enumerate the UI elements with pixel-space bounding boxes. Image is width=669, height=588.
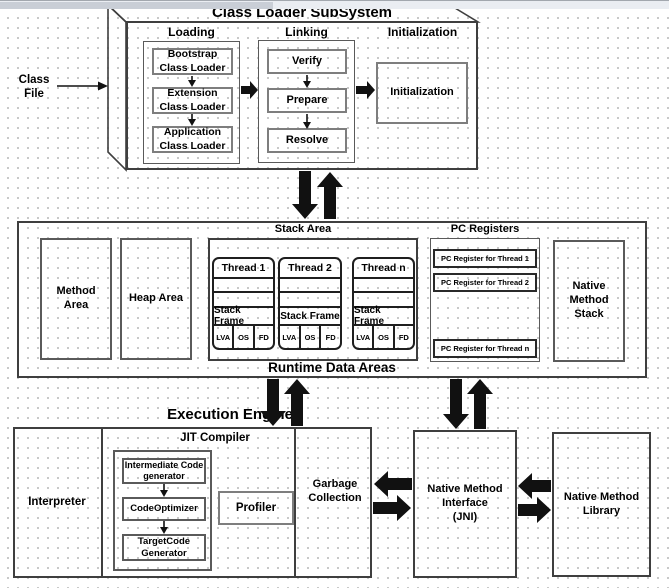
thread-2-lva-cell: LVA bbox=[280, 326, 301, 348]
thread-2-frame-cells: LVA OS FD bbox=[280, 326, 340, 348]
pc-register-thread-1-box: PC Register for Thread 1 bbox=[433, 249, 537, 268]
native-method-stack-box: Native Method Stack bbox=[553, 240, 625, 362]
pc-registers-container bbox=[430, 238, 540, 362]
execution-engine-container bbox=[13, 427, 372, 578]
pc-register-thread-n-box: PC Register for Thread n bbox=[433, 339, 537, 358]
intermediate-code-generator-box: Intermediate Code generator bbox=[122, 458, 206, 484]
thread-2-box: Thread 2 Stack Frame LVA OS FD bbox=[278, 257, 342, 350]
initialization-section-label: Initialization bbox=[387, 25, 458, 39]
thread-n-empty-row-2 bbox=[354, 293, 413, 308]
classloader-3d-left-face bbox=[107, 3, 127, 172]
loading-container bbox=[143, 41, 240, 164]
thread-n-name: Thread n bbox=[354, 259, 413, 279]
thread-1-os-cell: OS bbox=[234, 326, 255, 348]
thread-n-box: Thread n Stack Frame LVA OS FD bbox=[352, 257, 415, 350]
stack-area-container bbox=[208, 238, 418, 361]
thread-1-fd-cell: FD bbox=[258, 332, 269, 342]
loading-section-label: Loading bbox=[168, 25, 215, 39]
class-file-label: Class File bbox=[18, 74, 50, 100]
runtime-data-areas-container bbox=[17, 221, 647, 378]
thread-n-stack-frame-label: Stack Frame bbox=[354, 305, 413, 327]
thread-2-name: Thread 2 bbox=[280, 259, 340, 279]
classloader-front-face bbox=[126, 21, 478, 170]
thread-1-lva-cell: LVA bbox=[214, 326, 235, 348]
bootstrap-class-loader-box: Bootstrap Class Loader bbox=[152, 48, 233, 75]
thread-n-os-cell: OS bbox=[374, 326, 395, 348]
linking-section-label: Linking bbox=[285, 25, 328, 39]
code-optimizer-box: CodeOptimizer bbox=[122, 497, 206, 521]
jit-compiler-column bbox=[103, 427, 296, 578]
thread-1-box: Thread 1 Stack Frame LVA OS FD bbox=[212, 257, 275, 350]
native-method-library-box: Native Method Library bbox=[552, 432, 651, 577]
stack-area-label: Stack Area bbox=[274, 223, 332, 235]
thread-1-stack-frame-label: Stack Frame bbox=[214, 305, 273, 327]
thread-1-empty-row-2 bbox=[214, 293, 273, 308]
application-class-loader-box: Application Class Loader bbox=[152, 126, 233, 153]
horizontal-scrollbar-thumb[interactable] bbox=[0, 2, 273, 9]
method-area-box: Method Area bbox=[40, 238, 112, 360]
linking-container bbox=[258, 40, 355, 163]
thread-n-fd-cell: FD bbox=[398, 332, 409, 342]
thread-2-stack-frame-label: Stack Frame bbox=[280, 308, 340, 326]
runtime-data-areas-title: Runtime Data Areas bbox=[268, 360, 396, 375]
thread-1-frame-cells: LVA OS FD bbox=[214, 326, 273, 348]
target-code-generator-box: TargetCode Generator bbox=[122, 534, 206, 561]
verify-box: Verify bbox=[267, 49, 347, 74]
resolve-box: Resolve bbox=[267, 128, 347, 153]
thread-n-frame-cells: LVA OS FD bbox=[354, 326, 413, 348]
thread-2-empty-row-1 bbox=[280, 279, 340, 293]
thread-2-os-cell: OS bbox=[301, 326, 322, 348]
profiler-box: Profiler bbox=[218, 491, 294, 525]
pc-register-thread-2-box: PC Register for Thread 2 bbox=[433, 273, 537, 292]
interpreter-box: Interpreter bbox=[13, 427, 103, 578]
pc-registers-label: PC Registers bbox=[450, 223, 520, 235]
heap-area-box: Heap Area bbox=[120, 238, 192, 360]
prepare-box: Prepare bbox=[267, 88, 347, 113]
jit-compiler-label: JIT Compiler bbox=[180, 432, 250, 444]
horizontal-scrollbar[interactable] bbox=[0, 0, 669, 9]
extension-class-loader-box: Extension Class Loader bbox=[152, 87, 233, 114]
jit-compiler-inner-container bbox=[113, 450, 212, 571]
thread-n-lva-cell: LVA bbox=[354, 326, 375, 348]
initialization-box: Initialization bbox=[376, 62, 468, 124]
garbage-collection-box: Garbage Collection bbox=[308, 477, 362, 504]
thread-1-name: Thread 1 bbox=[214, 259, 273, 279]
execution-engine-title: Execution Engine bbox=[167, 406, 293, 423]
thread-2-fd-cell: FD bbox=[325, 332, 336, 342]
native-method-interface-jni-box: Native Method Interface (JNI) bbox=[413, 430, 517, 578]
thread-1-empty-row-1 bbox=[214, 279, 273, 293]
thread-2-empty-row-2 bbox=[280, 293, 340, 308]
thread-n-empty-row-1 bbox=[354, 279, 413, 293]
